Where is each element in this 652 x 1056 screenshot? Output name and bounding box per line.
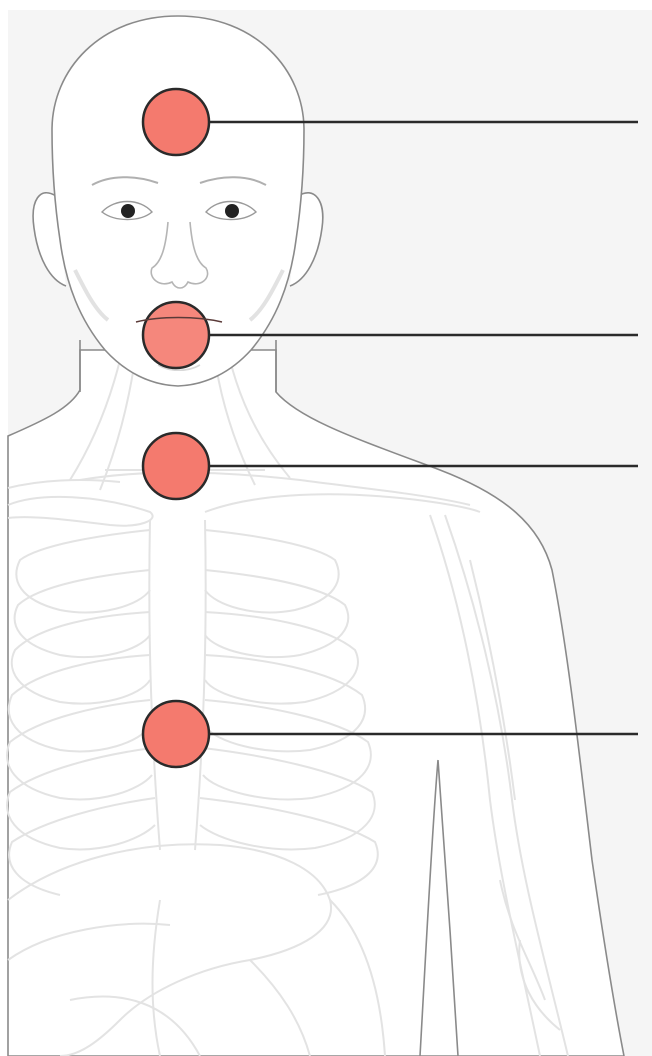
marker-mouth[interactable] <box>143 302 209 368</box>
marker-head[interactable] <box>143 89 209 155</box>
right-pupil <box>225 204 239 218</box>
marker-chest[interactable] <box>143 701 209 767</box>
marker-throat[interactable] <box>143 433 209 499</box>
left-pupil <box>121 204 135 218</box>
